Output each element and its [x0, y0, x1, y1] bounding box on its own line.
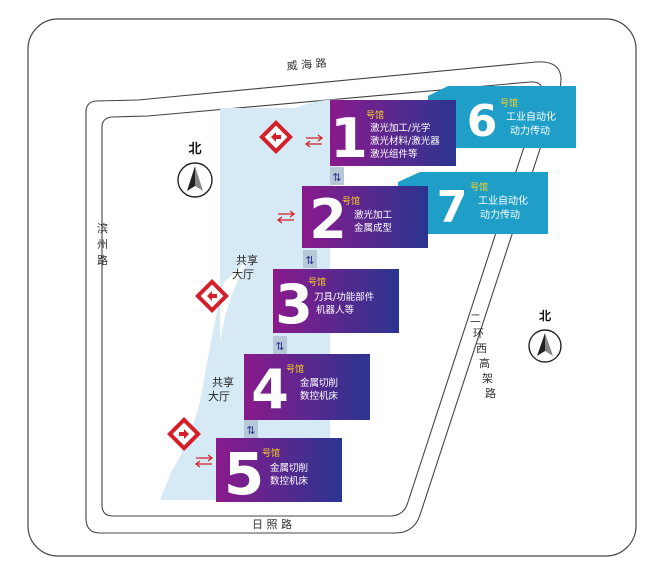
hall-3[interactable]: 3 号馆 刀具/功能部件 机器人等: [273, 269, 399, 336]
road-label-char: 西: [476, 342, 487, 355]
hall-3-line-2: 机器人等: [316, 304, 355, 316]
hall-4[interactable]: 4 号馆 金属切削 数控机床: [244, 354, 370, 421]
hall-3-number: 3: [275, 273, 313, 336]
hall-5[interactable]: 5 号馆 金属切削 数控机床: [216, 438, 342, 508]
lobby-area: [160, 99, 340, 501]
hall-1[interactable]: 1 号馆 激光加工/光学 激光材料/激光器 激光组件等: [330, 100, 456, 170]
road-label-char: 环: [473, 327, 484, 340]
hall-5-number: 5: [224, 440, 264, 508]
lobby-label-upper: 共享 大厅: [232, 253, 258, 281]
hall-2-suffix: 号馆: [342, 195, 360, 207]
lobby-label-upper-a: 共享: [236, 253, 258, 267]
road-label-char: 二: [470, 312, 481, 325]
lobby-label-upper-b: 大厅: [232, 267, 254, 281]
road-label-char: 架: [482, 372, 493, 385]
hall-6-suffix: 号馆: [500, 97, 518, 109]
road-label-char: 滨: [97, 221, 108, 235]
hall-7-line-2: 动力传动: [480, 208, 520, 221]
road-top-label: 威 海 路: [286, 56, 327, 73]
hall-7-number: 7: [437, 182, 468, 233]
road-left-label: 滨州路: [97, 221, 108, 267]
hall-6-line-1: 工业自动化: [506, 110, 556, 123]
compass-right-label: 北: [539, 308, 551, 323]
hall-7-suffix: 号馆: [470, 181, 488, 193]
hall-1-line-3: 激光组件等: [370, 148, 418, 160]
hall-1-line-1: 激光加工/光学: [370, 122, 430, 134]
svg-text:⇅: ⇅: [305, 254, 314, 267]
hall-4-line-2: 数控机床: [300, 390, 339, 402]
road-outer-edge: [85, 61, 562, 534]
hall-4-line-1: 金属切削: [300, 377, 338, 389]
hall-5-line-2: 数控机床: [270, 475, 309, 487]
hall-3-line-1: 刀具/功能部件: [314, 291, 375, 303]
svg-text:⇅: ⇅: [246, 424, 255, 437]
hall-2-line-2: 金属成型: [354, 222, 393, 234]
hall-5-suffix: 号馆: [262, 447, 280, 459]
compass-icon-left: 北: [177, 142, 213, 198]
hall-7-line-1: 工业自动化: [478, 194, 528, 207]
road-bottom-label: 日 照 路: [252, 518, 292, 531]
hall-6-number: 6: [467, 96, 498, 147]
hall-1-suffix: 号馆: [366, 109, 384, 121]
compass-left-label: 北: [188, 142, 201, 157]
hall-connectors: ⇅ ⇅ ⇅ ⇅: [244, 167, 344, 438]
lobby-label-lower-b: 大厅: [208, 389, 230, 403]
flow-arrows: [194, 134, 324, 468]
svg-text:⇅: ⇅: [275, 340, 284, 353]
hall-2-line-1: 激光加工: [354, 209, 393, 221]
road-label-char: 高: [479, 356, 490, 370]
hall-4-suffix: 号馆: [286, 363, 304, 375]
hall-5-line-1: 金属切削: [270, 462, 308, 474]
lobby-label-lower: 共享 大厅: [208, 375, 234, 403]
hall-3-suffix: 号馆: [308, 276, 326, 288]
hall-2[interactable]: 2 号馆 激光加工 金属成型: [302, 186, 428, 251]
lobby-label-lower-a: 共享: [212, 375, 234, 389]
hall-1-number: 1: [330, 107, 368, 170]
road-label-char: 州: [97, 238, 108, 251]
road-label-char: 路: [97, 254, 108, 267]
hall-4-number: 4: [251, 358, 289, 421]
hall-6-line-2: 动力传动: [510, 124, 550, 137]
road-label-char: 路: [485, 387, 496, 400]
hall-1-line-2: 激光材料/激光器: [370, 135, 440, 147]
svg-text:⇅: ⇅: [332, 171, 341, 184]
hall-2-number: 2: [309, 188, 347, 251]
compass-icon-right: 北: [528, 308, 562, 363]
